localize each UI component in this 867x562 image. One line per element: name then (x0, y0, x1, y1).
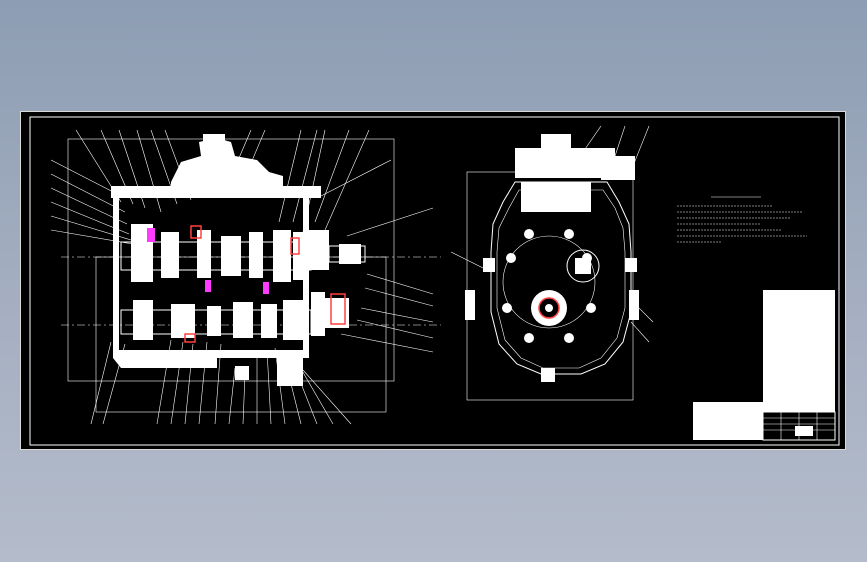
title-block (693, 290, 836, 441)
side-section-view (50, 129, 441, 425)
leader-lines-left (50, 159, 134, 245)
leader-lines-right (340, 207, 434, 353)
leader-lines-top (75, 129, 392, 233)
sheet-frame (29, 116, 840, 446)
leader-lines-bottom (90, 339, 352, 425)
cad-drawing (29, 116, 840, 446)
drawing-sheet (20, 111, 846, 450)
front-end-view (450, 125, 654, 401)
technical-requirements-block (677, 196, 807, 243)
